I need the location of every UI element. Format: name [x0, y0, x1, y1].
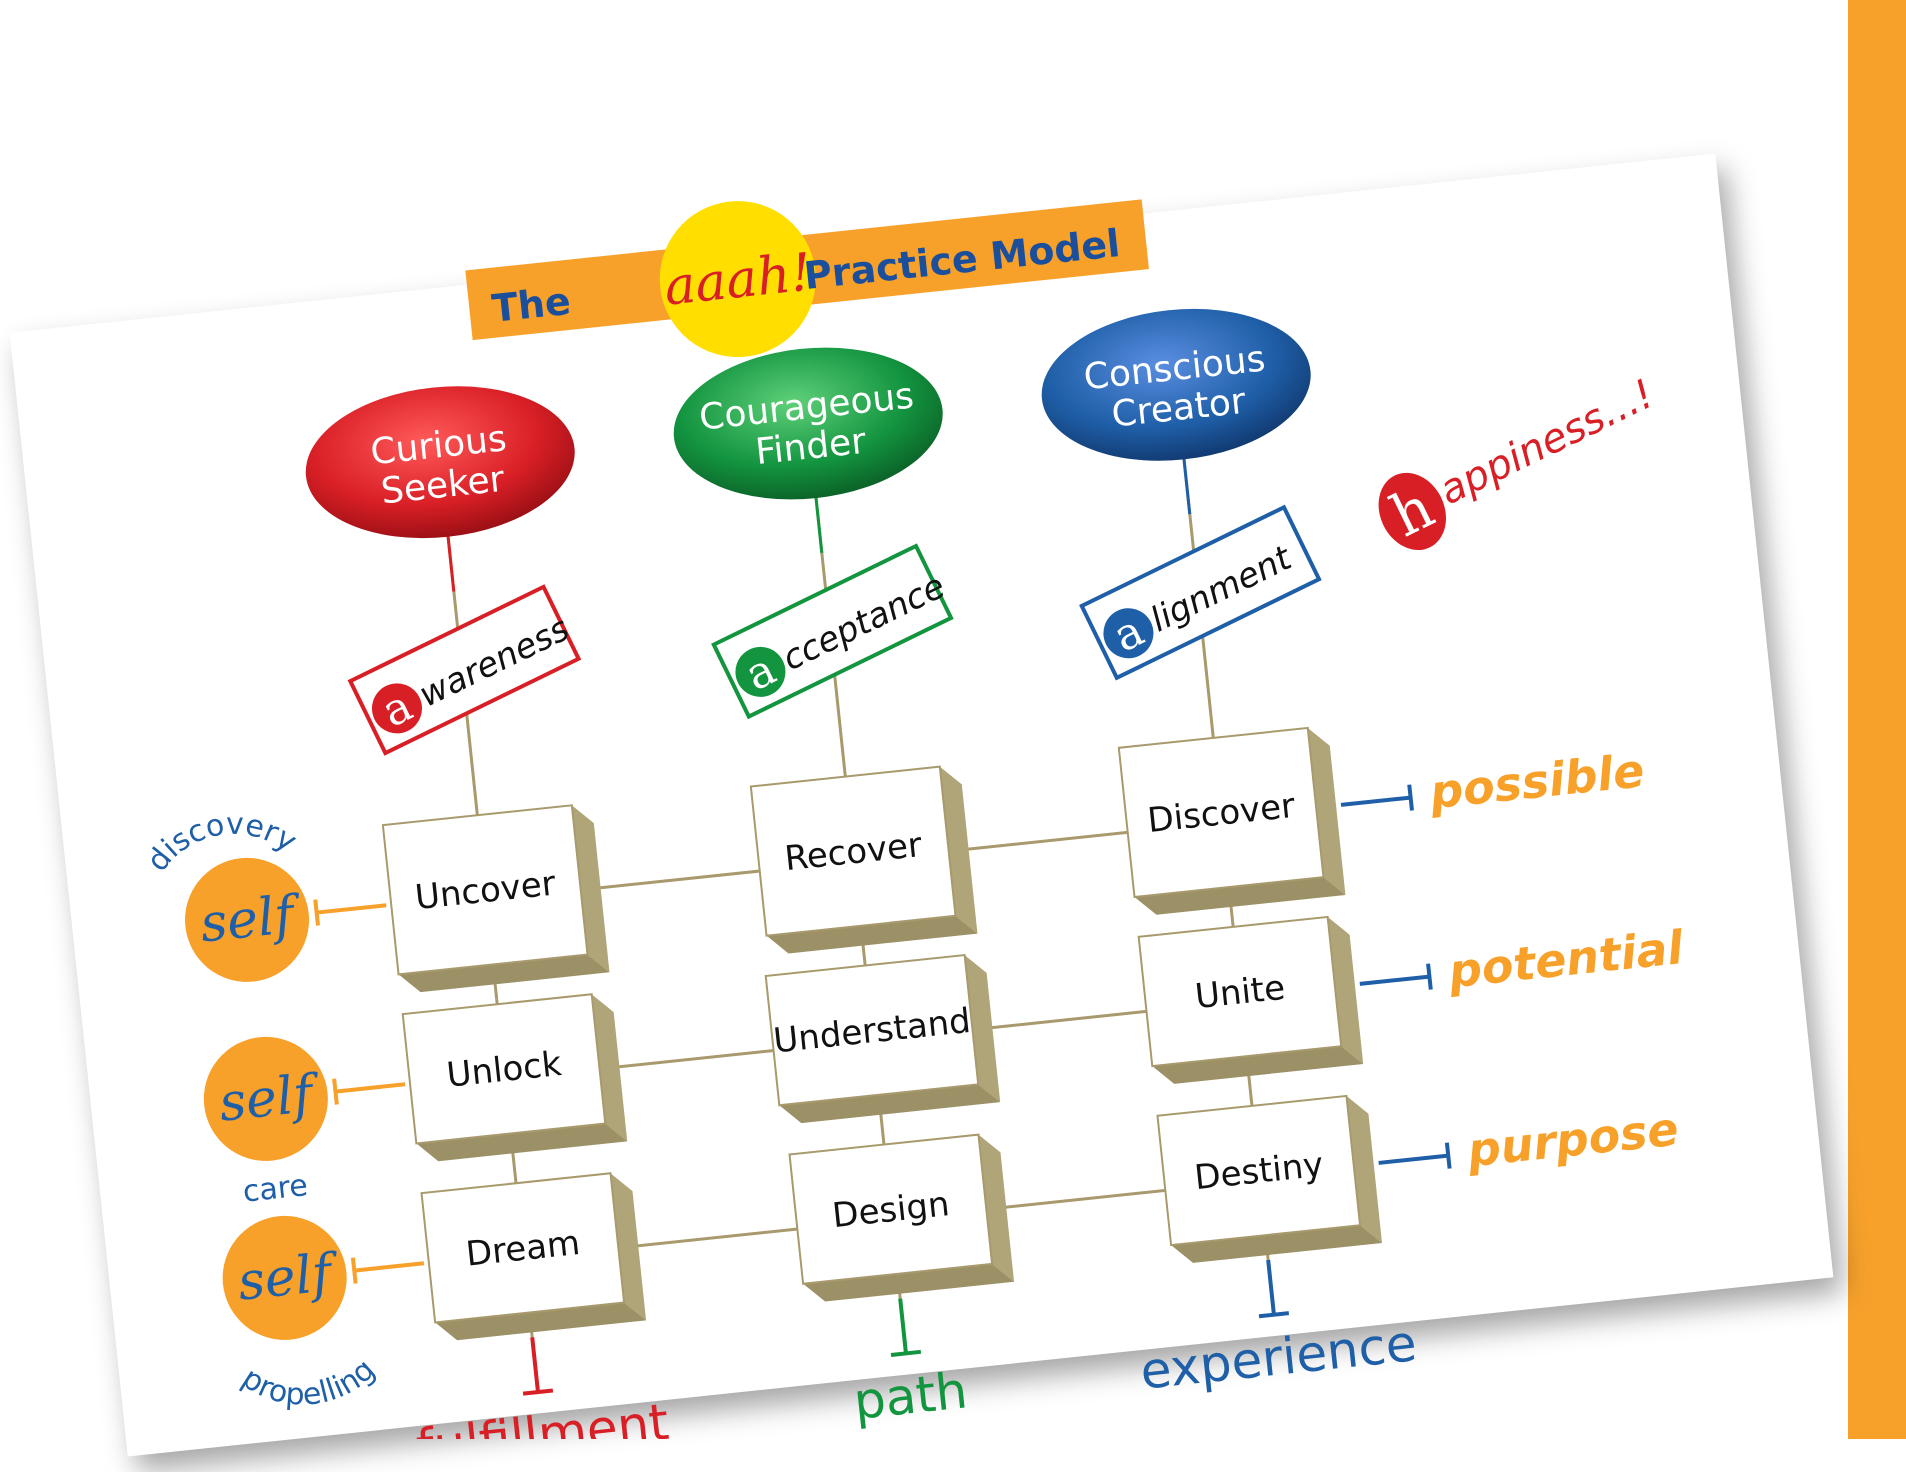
grid-label-unite: Unite: [1193, 968, 1287, 1017]
principle-awareness: a wareness: [347, 584, 582, 756]
self-badge-propelling: self propelling: [222, 1215, 385, 1420]
left-connectors: [313, 899, 425, 1284]
happiness-rest: appiness...!: [1432, 371, 1661, 514]
outcome-bottom-2: path: [851, 1361, 970, 1431]
outcome-bottom-1: fulfillment: [414, 1393, 672, 1439]
self-badge-2-caption: care: [241, 1168, 309, 1210]
self-badge-3-word: self: [235, 1242, 342, 1312]
outcome-right-1: possible: [1426, 743, 1646, 819]
persona-courageous-finder: Courageous Finder: [673, 347, 943, 500]
grid-box-unite: Unite: [1137, 915, 1364, 1084]
grid-box-design: Design: [788, 1133, 1015, 1302]
self-badge-3-caption: propelling: [233, 1348, 385, 1420]
persona-curious-seeker: Curious Seeker: [305, 386, 575, 539]
title-prefix: The: [490, 279, 573, 331]
grid-box-dream: Dream: [420, 1172, 647, 1341]
grid-box-understand: Understand: [764, 953, 1001, 1124]
outcome-right-2: potential: [1445, 920, 1687, 999]
grid-box-uncover: Uncover: [381, 804, 610, 993]
orange-side-bar: [1848, 0, 1906, 1439]
persona-conscious-creator: Conscious Creator: [1041, 308, 1311, 461]
outcome-bottom-3: experience: [1138, 1314, 1420, 1401]
principle-alignment: a lignment: [1079, 504, 1322, 681]
grid-boxes: Uncover Recover Discover Unlock: [381, 726, 1383, 1341]
practice-model-diagram: The aaah! Practice Model Curious Seek: [136, 199, 1687, 1439]
right-connectors: [1340, 784, 1452, 1169]
self-badge-discovery: self discovery: [136, 799, 310, 982]
self-badge-2-word: self: [216, 1063, 323, 1133]
outcome-right-3: purpose: [1464, 1102, 1681, 1178]
title-yellow-circle: [659, 201, 816, 358]
grid-box-recover: Recover: [749, 765, 978, 954]
self-badge-1-word: self: [197, 884, 304, 954]
grid-box-discover: Discover: [1117, 726, 1346, 915]
happiness-label: h appiness...!: [1378, 371, 1661, 550]
bottom-connectors: [522, 1259, 1290, 1396]
grid-box-destiny: Destiny: [1156, 1094, 1383, 1263]
self-badge-care: self care: [203, 1036, 328, 1210]
grid-box-unlock: Unlock: [401, 993, 628, 1162]
rotated-content: The aaah! Practice Model Curious Seek: [136, 199, 1687, 1439]
